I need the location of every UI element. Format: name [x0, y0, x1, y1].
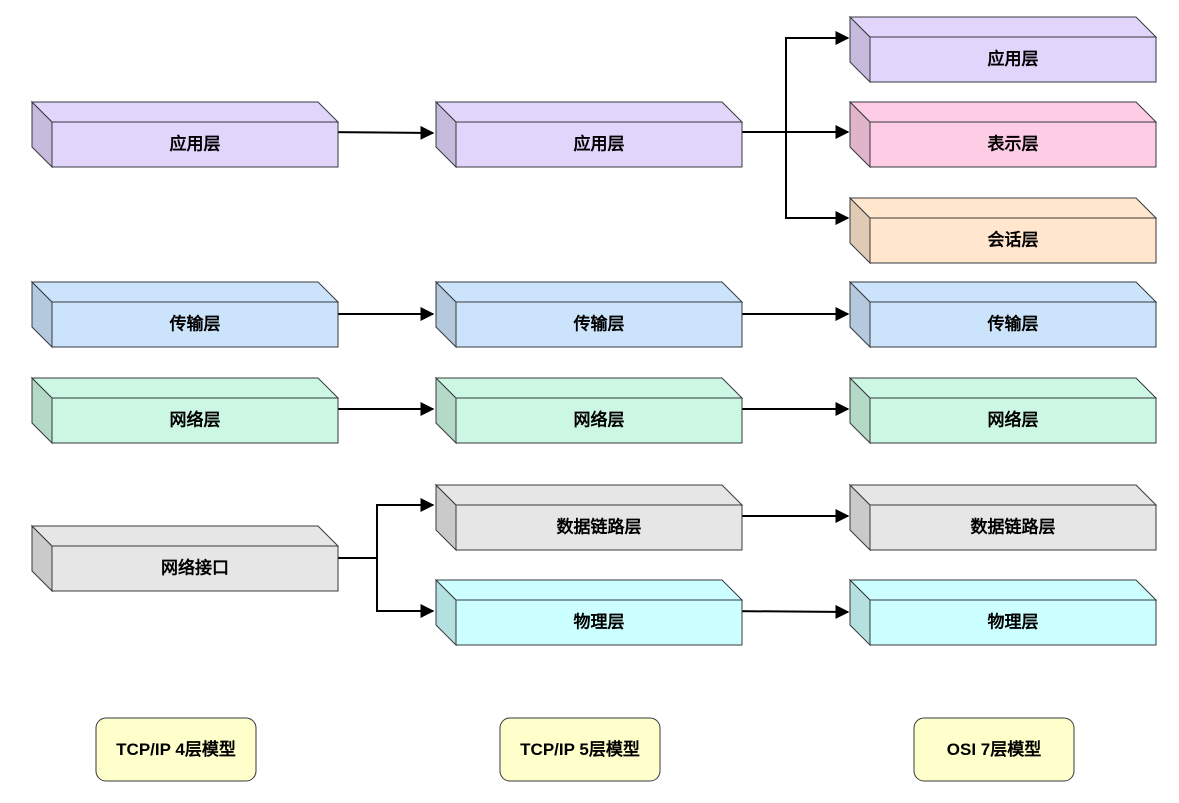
box-front-face [869, 397, 1157, 444]
layer-box-tcp5-app: 应用层 [434, 100, 744, 169]
box-front-face [51, 301, 339, 348]
layer-box-osi-session: 会话层 [848, 196, 1158, 265]
box-top-face [848, 101, 1158, 123]
layer-label: 网络层 [170, 410, 221, 431]
box-front-face [455, 504, 743, 551]
layer-label: 网络接口 [161, 558, 229, 579]
layer-label: 传输层 [987, 314, 1039, 335]
layer-boxes: 应用层传输层网络层网络接口应用层传输层网络层数据链路层物理层应用层表示层会话层传… [30, 15, 1158, 647]
layer-box-tcp5-datalink: 数据链路层 [434, 483, 744, 552]
layer-label: 数据链路层 [971, 517, 1056, 538]
layer-label: 网络层 [988, 410, 1039, 431]
box-top-face [30, 101, 340, 123]
layer-box-osi-datalink: 数据链路层 [848, 483, 1158, 552]
model-legend: TCP/IP 4层模型 TCP/IP 5层模型 OSI 7层模型 [95, 717, 1075, 782]
layer-label: 表示层 [988, 134, 1039, 155]
layer-label: 传输层 [573, 314, 625, 335]
legend-label: OSI 7层模型 [947, 739, 1041, 759]
box-top-face [434, 101, 744, 123]
legend-box [913, 717, 1075, 782]
box-top-face [434, 377, 744, 399]
layer-label: 会话层 [988, 230, 1039, 251]
box-top-face [848, 16, 1158, 38]
layer-label: 网络层 [574, 410, 625, 431]
layer-label: 数据链路层 [557, 517, 642, 538]
box-top-face [848, 484, 1158, 506]
box-front-face [869, 599, 1157, 646]
box-front-face [869, 36, 1157, 83]
legend-tcp4: TCP/IP 4层模型 [95, 717, 257, 782]
layer-box-tcp4-transport: 传输层 [30, 280, 340, 349]
box-front-face [869, 121, 1157, 168]
box-top-face [434, 579, 744, 601]
layer-box-tcp5-physical: 物理层 [434, 578, 744, 647]
layer-label: 应用层 [988, 49, 1039, 70]
box-front-face [455, 121, 743, 168]
box-top-face [848, 377, 1158, 399]
layer-box-osi-physical: 物理层 [848, 578, 1158, 647]
layer-box-tcp4-network: 网络层 [30, 376, 340, 445]
layer-box-osi-transport: 传输层 [848, 280, 1158, 349]
box-top-face [848, 197, 1158, 219]
connector-tcp5-app-to-osi-app [723, 31, 850, 133]
box-top-face [848, 579, 1158, 601]
connector-tcp5-app-to-osi-session [723, 131, 850, 225]
box-top-face [30, 377, 340, 399]
legend-label: TCP/IP 5层模型 [520, 739, 640, 759]
layer-label: 应用层 [574, 134, 625, 155]
layer-label: 物理层 [988, 612, 1039, 633]
layer-box-osi-app: 应用层 [848, 15, 1158, 84]
legend-box [499, 717, 661, 782]
box-front-face [51, 397, 339, 444]
box-top-face [30, 525, 340, 547]
legend-label: TCP/IP 4层模型 [116, 739, 236, 759]
box-front-face [51, 121, 339, 168]
layer-label: 物理层 [574, 612, 625, 633]
connector-tcp5-physical-to-osi-physical [722, 604, 850, 619]
box-top-face [434, 281, 744, 303]
legend-box [95, 717, 257, 782]
box-top-face [848, 281, 1158, 303]
legend-tcp5: TCP/IP 5层模型 [499, 717, 661, 782]
box-front-face [455, 397, 743, 444]
connector-tcp4-netif-to-tcp5-physical [319, 557, 435, 618]
box-top-face [434, 484, 744, 506]
layer-box-tcp5-transport: 传输层 [434, 280, 744, 349]
box-front-face [455, 599, 743, 646]
layer-label: 应用层 [170, 134, 221, 155]
box-front-face [869, 504, 1157, 551]
layer-box-tcp5-network: 网络层 [434, 376, 744, 445]
layer-box-tcp4-app: 应用层 [30, 100, 340, 169]
connectors [318, 31, 850, 619]
layer-box-tcp4-netif: 网络接口 [30, 524, 340, 593]
box-front-face [869, 301, 1157, 348]
layer-box-osi-network: 网络层 [848, 376, 1158, 445]
layer-label: 传输层 [169, 314, 221, 335]
layer-box-osi-presentation: 表示层 [848, 100, 1158, 169]
box-front-face [869, 217, 1157, 264]
box-top-face [30, 281, 340, 303]
box-front-face [51, 545, 339, 592]
box-front-face [455, 301, 743, 348]
legend-osi: OSI 7层模型 [913, 717, 1075, 782]
